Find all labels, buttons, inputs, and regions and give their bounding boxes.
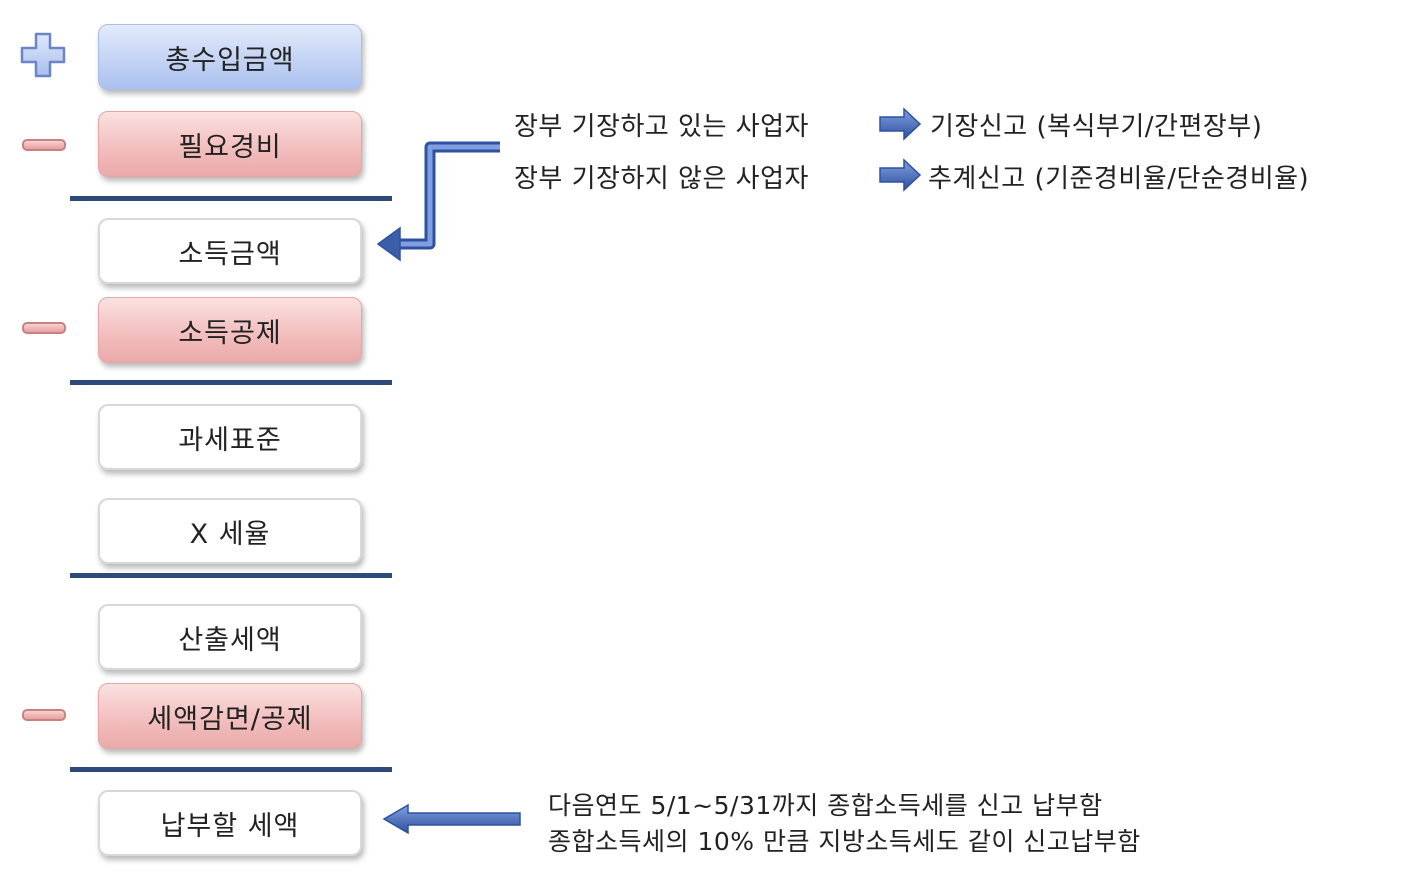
separator-line [70,196,392,201]
calculated-tax-box: 산출세액 [98,604,362,670]
bookkeeping-yes-result: 기장신고 (복식부기/간편장부) [930,112,1263,142]
income-amount-label: 소득금액 [178,238,282,270]
separator-line [70,767,392,772]
necessary-expenses-label: 필요경비 [178,131,282,163]
right-arrow-icon [879,158,922,192]
minus-icon [22,322,66,334]
income-deduction-label: 소득공제 [178,317,282,349]
tax-reduction-label: 세액감면/공제 [147,703,313,735]
tax-rate-box: X 세율 [98,498,362,564]
total-income-box: 총수입금액 [98,24,362,90]
separator-line [70,573,392,578]
minus-icon [22,709,66,721]
bookkeeping-no-result: 추계신고 (기준경비율/단순경비율) [928,164,1310,194]
tax-rate-label: X 세율 [189,518,271,550]
total-income-label: 총수입금액 [165,44,295,76]
payment-note-line1: 다음연도 5/1~5/31까지 종합소득세를 신고 납부함 [548,791,1103,820]
right-arrow-icon [879,107,922,141]
left-arrow-icon [382,803,521,835]
tax-base-label: 과세표준 [178,424,282,456]
income-amount-box: 소득금액 [98,218,362,284]
minus-icon [22,139,66,151]
arrow-head-icon [376,226,401,262]
necessary-expenses-box: 필요경비 [98,111,362,177]
tax-base-box: 과세표준 [98,404,362,470]
bookkeeping-no-subject: 장부 기장하지 않은 사업자 [514,164,809,194]
elbow-arrow-icon [396,141,500,250]
payment-note-line2: 종합소득세의 10% 만큼 지방소득세도 같이 신고납부함 [548,827,1141,856]
tax-reduction-box: 세액감면/공제 [98,683,362,749]
calculated-tax-label: 산출세액 [178,624,282,656]
tax-payable-label: 납부할 세액 [160,810,300,842]
income-deduction-box: 소득공제 [98,297,362,363]
bookkeeping-yes-subject: 장부 기장하고 있는 사업자 [514,112,809,142]
tax-payable-box: 납부할 세액 [98,790,362,856]
separator-line [70,380,392,385]
